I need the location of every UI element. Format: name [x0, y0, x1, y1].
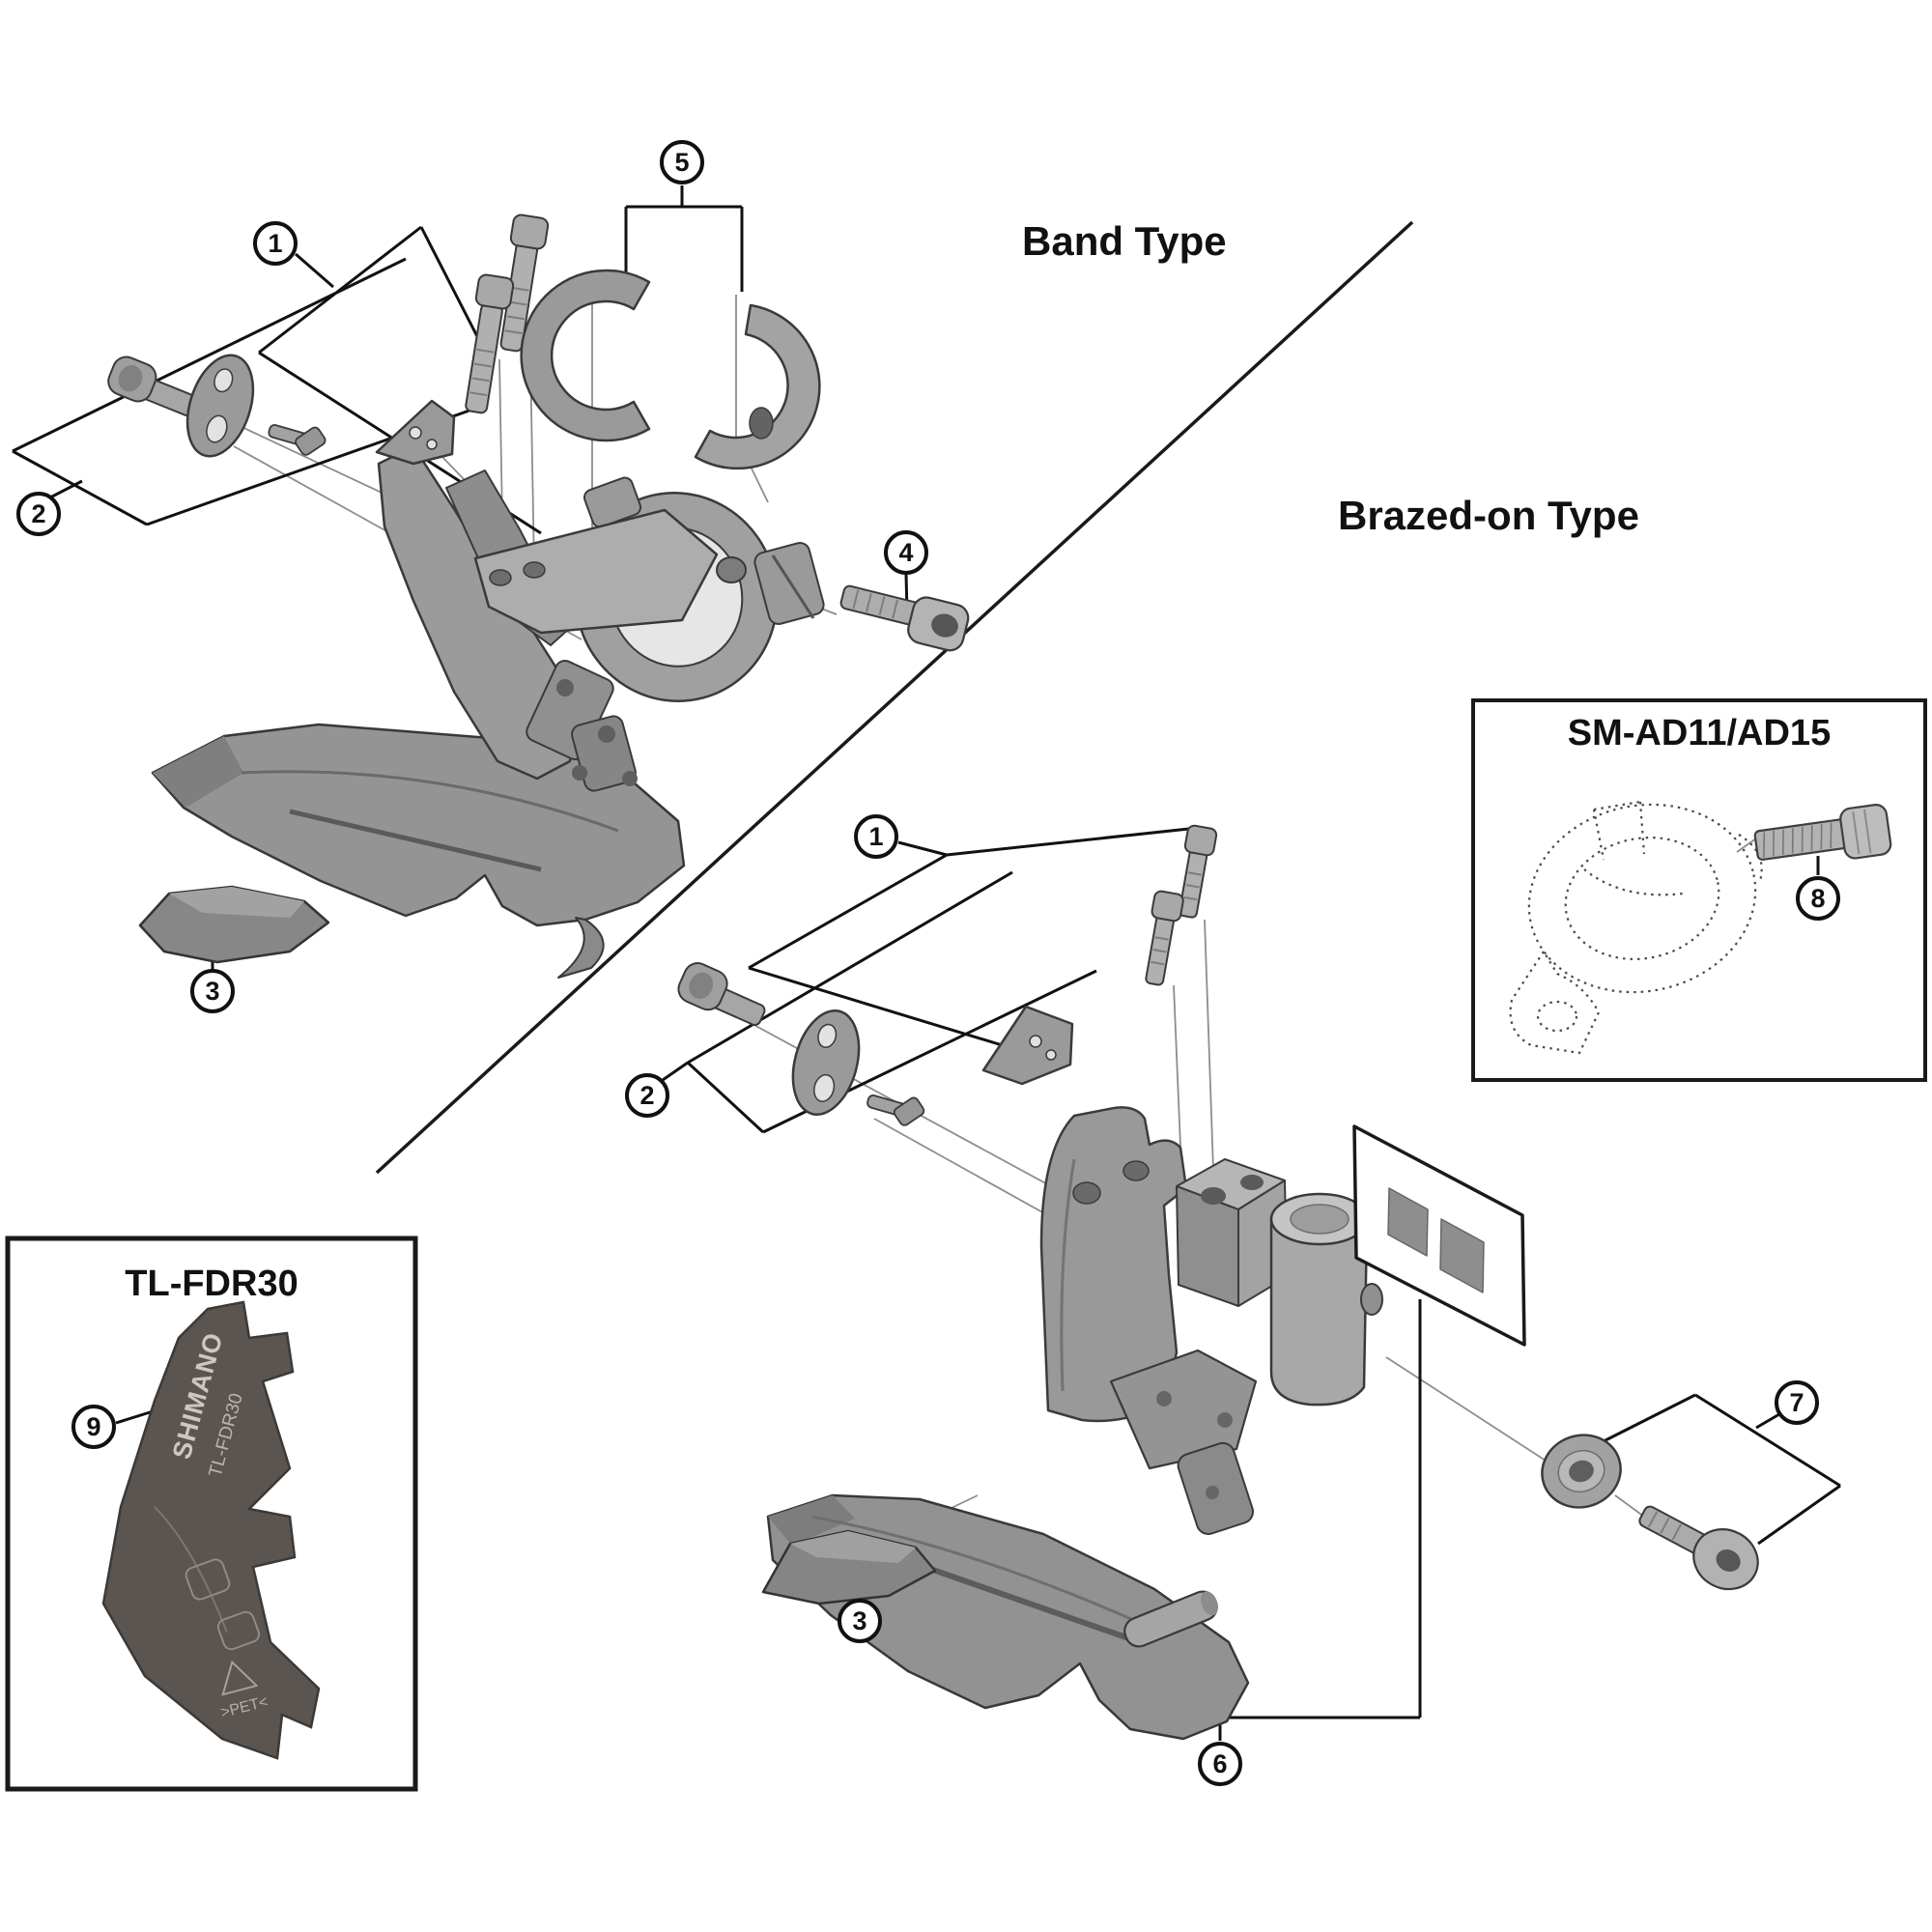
mount-nut: [1541, 1434, 1622, 1509]
callout-band-4: 4: [884, 530, 928, 575]
brazed-on-assembly: [662, 824, 1841, 1741]
clamp-adapter-dotted-outline: [1509, 800, 1763, 1055]
adapter-inset-title: SM-AD11/AD15: [1567, 713, 1832, 753]
callout-brazed-7: 7: [1775, 1380, 1819, 1425]
cable-guide-wedge: [375, 399, 456, 466]
band-type-assembly: [12, 185, 970, 979]
callout-brazed-1: 1: [854, 814, 898, 859]
brazed-skid-plate: [761, 1529, 937, 1605]
brazed-linkage: [1109, 1349, 1258, 1535]
cable-fixing-bolt-group: [677, 962, 925, 1126]
band-body-bridge: [473, 508, 719, 635]
link-fixing-bolts: [1145, 824, 1218, 986]
brazed-body-cylinder: [1269, 1192, 1383, 1406]
cable-fixing-bolt-group: [107, 354, 327, 458]
tl-fdr30-tool: SHIMANO TL-FDR30 >PET<: [101, 1300, 321, 1760]
callout-tool-9: 9: [71, 1405, 116, 1449]
clamp-band-shims: [520, 269, 821, 470]
clamp-bolt: [839, 584, 970, 652]
callout-band-1: 1: [253, 221, 298, 266]
band-derailleur-cage: [151, 723, 686, 979]
adapter-fixing-bolt: [1753, 804, 1892, 861]
cable-guide-wedge: [981, 1005, 1074, 1086]
diagonal-divider-line: [375, 220, 1414, 1175]
tool-inset-content: SHIMANO TL-FDR30 >PET<: [101, 1300, 321, 1760]
link-fixing-bolts: [465, 213, 550, 414]
callout-band-2: 2: [16, 492, 61, 536]
callout-adapter-8: 8: [1796, 876, 1840, 921]
callout-brazed-3: 3: [838, 1599, 882, 1643]
callout-brazed-6: 6: [1198, 1742, 1242, 1786]
adapter-inset-box: [1471, 698, 1927, 1082]
tool-inset-title: TL-FDR30: [125, 1264, 298, 1304]
callout-brazed-2: 2: [625, 1073, 669, 1118]
support-pin: [1123, 1590, 1218, 1648]
brazed-on-type-label: Brazed-on Type: [1338, 493, 1639, 538]
protector-sticker-sheet: [1352, 1124, 1526, 1347]
callout-band-5: 5: [660, 140, 704, 185]
band-type-label: Band Type: [1022, 218, 1227, 264]
band-skid-plate: [138, 885, 330, 964]
callout-band-3: 3: [190, 969, 235, 1013]
mount-bolt: [1638, 1505, 1759, 1591]
adapter-inset-content: [1509, 800, 1892, 1055]
